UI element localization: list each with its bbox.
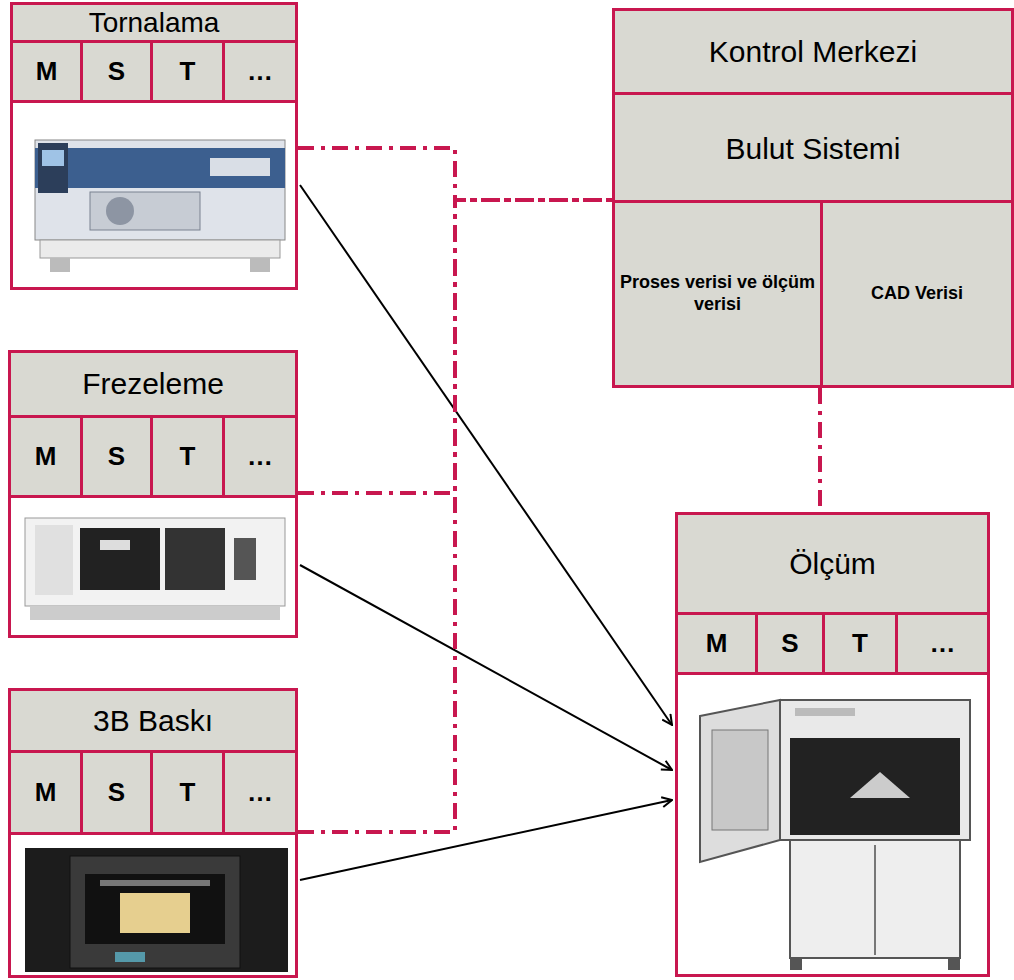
parameter-cell: S <box>755 612 825 675</box>
parameter-cell: M <box>675 612 758 675</box>
parameter-cell: M <box>10 40 83 103</box>
parameter-cell: M <box>8 415 83 498</box>
station-box: FrezelemeMST… <box>8 350 298 638</box>
node-title: T <box>153 418 222 495</box>
data-cell: Proses verisi ve ölçüm verisi <box>612 200 823 388</box>
node-title: … <box>225 418 295 495</box>
station-box: ÖlçümMST… <box>675 512 990 977</box>
parameter-cell: S <box>80 415 153 498</box>
parameter-cell: T <box>150 750 225 835</box>
data-link <box>298 200 612 493</box>
node-title: CAD Verisi <box>823 203 1011 385</box>
node-title: … <box>225 753 295 832</box>
node-title: M <box>11 418 80 495</box>
parameter-cell: … <box>222 415 298 498</box>
node-title: … <box>225 43 295 100</box>
station-box: 3B BaskıMST… <box>8 688 298 978</box>
data-link <box>298 148 612 200</box>
parameter-cell: … <box>895 612 990 675</box>
parameter-cell: S <box>80 40 153 103</box>
node-title: T <box>153 43 222 100</box>
node-title: M <box>11 753 80 832</box>
node-title: M <box>678 615 755 672</box>
node-title: Tornalama <box>13 5 295 40</box>
station-box: TornalamaMST… <box>10 2 298 290</box>
node-title: Frezeleme <box>11 353 295 415</box>
node-title: S <box>83 753 150 832</box>
measuring-cabinet-illustration <box>678 675 987 972</box>
material-flow-arrow <box>300 565 672 770</box>
parameter-cell: … <box>222 40 298 103</box>
3d-printer-illustration <box>11 835 295 975</box>
node-title: S <box>83 43 150 100</box>
node-title: S <box>758 615 822 672</box>
parameter-cell: T <box>822 612 898 675</box>
material-flow-arrow <box>300 800 672 880</box>
data-link <box>818 388 822 512</box>
parameter-cell: T <box>150 40 225 103</box>
parameter-cell: M <box>8 750 83 835</box>
node-title: 3B Baskı <box>11 691 295 750</box>
data-link <box>298 200 612 832</box>
node-title: Kontrol Merkezi <box>615 11 1011 95</box>
node-title: M <box>13 43 80 100</box>
control-center-box: Kontrol MerkeziBulut SistemiProses veris… <box>612 8 1014 388</box>
node-title: T <box>825 615 895 672</box>
node-title: … <box>898 615 987 672</box>
node-subtitle: Bulut Sistemi <box>615 98 1011 200</box>
lathe-illustration <box>13 100 295 287</box>
data-cell: CAD Verisi <box>820 200 1014 388</box>
parameter-cell: S <box>80 750 153 835</box>
node-title: T <box>153 753 222 832</box>
parameter-cell: … <box>222 750 298 835</box>
parameter-cell: T <box>150 415 225 498</box>
node-title: Proses verisi ve ölçüm verisi <box>615 203 820 385</box>
milling-machine-illustration <box>11 496 295 635</box>
node-title: S <box>83 418 150 495</box>
node-title: Ölçüm <box>678 515 987 612</box>
